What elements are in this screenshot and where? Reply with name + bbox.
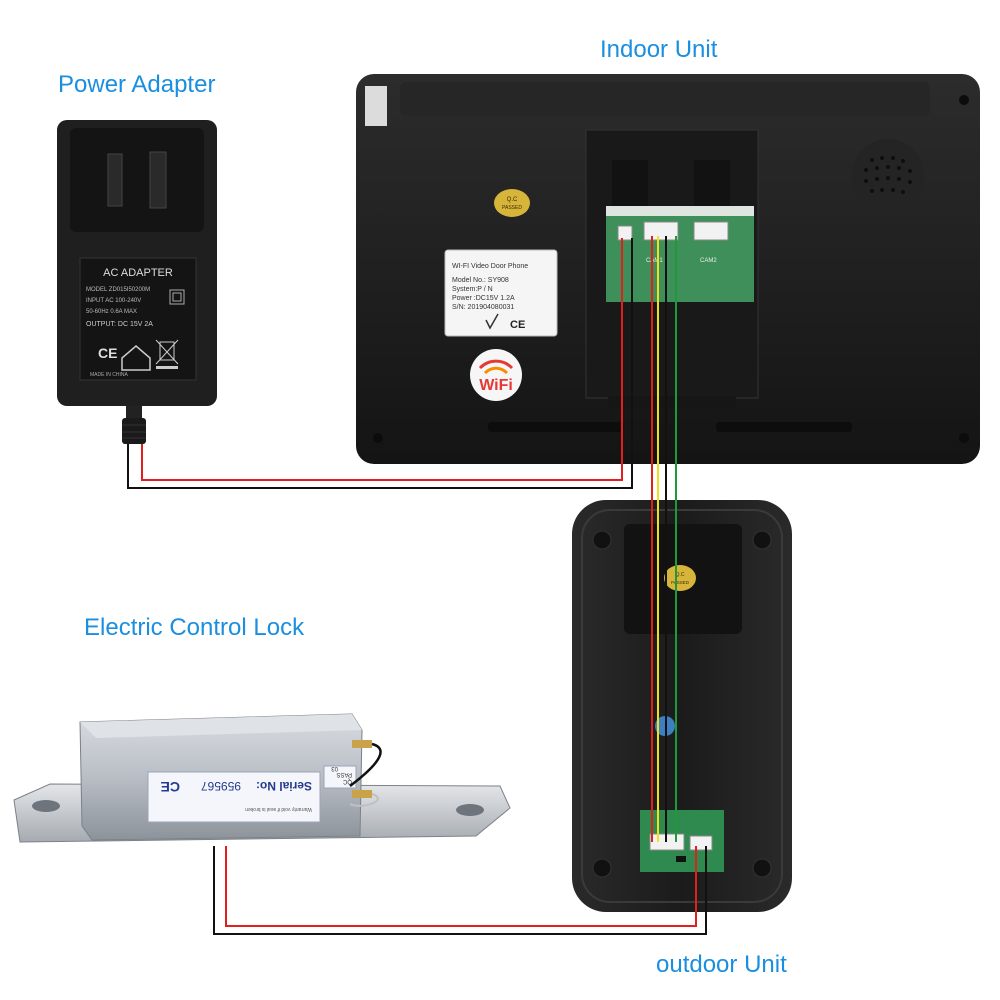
lock-pass-text: PASS <box>336 771 352 777</box>
double-insulation-icon <box>169 289 185 305</box>
sticker-line-2: Model No.: SY908 <box>452 277 509 284</box>
screw-hole-icon <box>592 530 612 550</box>
mount-hole-right <box>456 804 484 816</box>
plug-prong-right <box>149 151 167 209</box>
screw-hole-icon <box>752 858 772 878</box>
sticker-line-3: System:P / N <box>452 286 493 293</box>
screw-hole-icon <box>752 530 772 550</box>
wifi-badge <box>470 349 522 401</box>
screw-icon <box>373 433 383 443</box>
lock-warranty-text: Warranty void if seal is broken <box>245 806 312 812</box>
indoor-use-icon <box>121 345 151 371</box>
screw-hole-icon <box>592 858 612 878</box>
outdoor-qc-text: Q.C <box>676 572 685 578</box>
outdoor-lock-connector <box>689 835 713 851</box>
adapter-label-plate <box>79 257 197 381</box>
cam2-connector <box>693 221 729 241</box>
outdoor-unit-label: outdoor Unit <box>656 951 787 978</box>
passed-text: PASSED <box>502 205 522 211</box>
lock-terminal-top <box>352 740 372 748</box>
plug-prong-left <box>107 153 123 207</box>
check-icon <box>485 313 499 330</box>
electric-lock: Warranty void if seal is broken Serial N… <box>13 713 511 843</box>
lock-ce-mark: CE <box>161 779 180 795</box>
power-wire-black <box>127 238 633 489</box>
adapter-model: MODEL ZD015I50200M <box>86 287 150 293</box>
adapter-ce-mark: CE <box>98 345 117 361</box>
power-adapter-label: Power Adapter <box>58 71 216 98</box>
wiring <box>127 236 707 935</box>
weee-bin-icon <box>155 339 179 369</box>
adapter-input: INPUT AC 100-240V <box>86 298 141 304</box>
speaker-grille <box>852 139 924 211</box>
lock-serial-prefix: Serial No: <box>256 779 312 793</box>
lock-qc-text: QC <box>342 778 352 784</box>
bottom-vent-left <box>488 422 624 432</box>
lock-lead-wire-white <box>349 793 379 807</box>
adapter-origin: MADE IN CHINA <box>90 372 128 378</box>
lock-serial-label <box>147 771 321 823</box>
adapter-cable-strain-relief <box>122 418 146 444</box>
adapter-plug-face <box>70 128 204 232</box>
outdoor-unit: Q.C PASSED <box>572 500 792 912</box>
cam1-label: CAM1 <box>646 258 663 264</box>
power-wire-red <box>141 238 623 481</box>
screw-icon <box>959 95 969 105</box>
wifi-text: WiFi <box>479 377 513 394</box>
outdoor-qc-sticker <box>664 565 696 591</box>
adapter-output: OUTPUT: DC 15V 2A <box>86 321 153 328</box>
lock-terminal-bottom <box>352 790 372 798</box>
power-connector <box>617 225 633 241</box>
mount-hole-left <box>32 800 60 812</box>
sticker-line-1: WI-FI Video Door Phone <box>452 263 528 270</box>
indoor-unit-label: Indoor Unit <box>600 36 718 63</box>
qc-passed-sticker <box>494 189 530 217</box>
power-adapter: AC ADAPTER MODEL ZD015I50200M INPUT AC 1… <box>57 120 217 444</box>
sticker-line-5: S/N: 201904080031 <box>452 304 514 311</box>
outdoor-passed-text: PASSED <box>671 580 690 585</box>
lock-qc-pass-sticker <box>323 765 357 789</box>
qc-text: Q.C <box>507 197 518 203</box>
lock-wire-black <box>213 846 707 935</box>
lock-lead-wire-black <box>349 742 382 787</box>
product-sticker <box>444 249 558 337</box>
terminal-pcb <box>606 206 754 302</box>
indoor-unit: CAM1 CAM2 Q.C PASSED WI-FI Video Door Ph… <box>356 74 980 464</box>
bottom-vent-right <box>716 422 852 432</box>
screw-icon <box>959 433 969 443</box>
electric-control-lock-label: Electric Control Lock <box>84 614 305 641</box>
sticker-line-4: Power :DC15V 1.2A <box>452 295 515 302</box>
lock-num-text: 03 <box>331 765 338 771</box>
sticker-ce-mark: CE <box>510 319 525 331</box>
adapter-frequency: 50-60Hz 0.6A MAX <box>86 309 137 315</box>
indoor-side-sticker <box>365 86 387 126</box>
lock-wire-red <box>225 846 697 927</box>
cam1-connector <box>643 221 679 241</box>
cam2-label: CAM2 <box>700 258 717 264</box>
wifi-arc-icon <box>478 359 514 370</box>
adapter-title: AC ADAPTER <box>103 267 173 279</box>
lock-serial-number: 959567 <box>201 779 241 793</box>
